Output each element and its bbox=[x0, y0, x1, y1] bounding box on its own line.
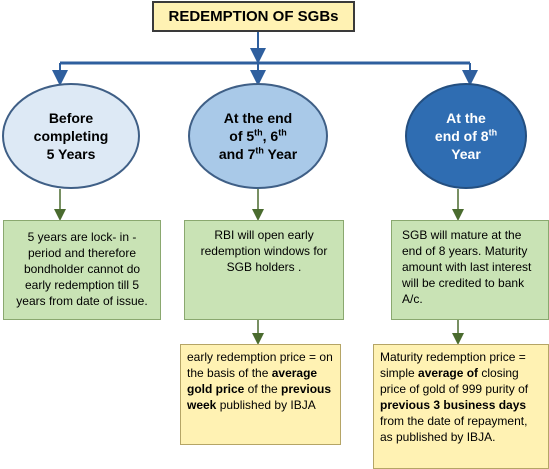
stage2-line3: and 7th Year bbox=[218, 145, 298, 162]
detail-early-redemption: RBI will open early redemption windows f… bbox=[184, 220, 344, 320]
stage1-line1: Before bbox=[48, 110, 94, 126]
stage1-line3: 5 Years bbox=[46, 146, 96, 162]
stage1-line2: completing bbox=[33, 128, 109, 144]
title-box: REDEMPTION OF SGBs bbox=[152, 1, 355, 32]
stage2-line2: of 5th, 6th bbox=[229, 127, 287, 144]
detail-lock-in: 5 years are lock- in - period and theref… bbox=[3, 220, 161, 320]
maturity-redemption-price-box: Maturity redemption price = simple avera… bbox=[373, 344, 549, 469]
stage3-line3: Year bbox=[451, 146, 481, 162]
stage2-line1: At the end bbox=[223, 110, 293, 126]
early-redemption-price-box: early redemption price = on the basis of… bbox=[180, 344, 341, 445]
stage-before-5-years: Before completing 5 Years bbox=[2, 83, 140, 189]
detail-maturity: SGB will mature at the end of 8 years. M… bbox=[391, 220, 549, 320]
stage-end-8-year: At the end of 8th Year bbox=[405, 83, 527, 189]
stage-end-5-6-7-year: At the end of 5th, 6th and 7th Year bbox=[188, 83, 328, 189]
page-title: REDEMPTION OF SGBs bbox=[168, 8, 339, 25]
stage3-line1: At the bbox=[446, 110, 486, 126]
stage3-line2: end of 8th bbox=[434, 127, 498, 144]
